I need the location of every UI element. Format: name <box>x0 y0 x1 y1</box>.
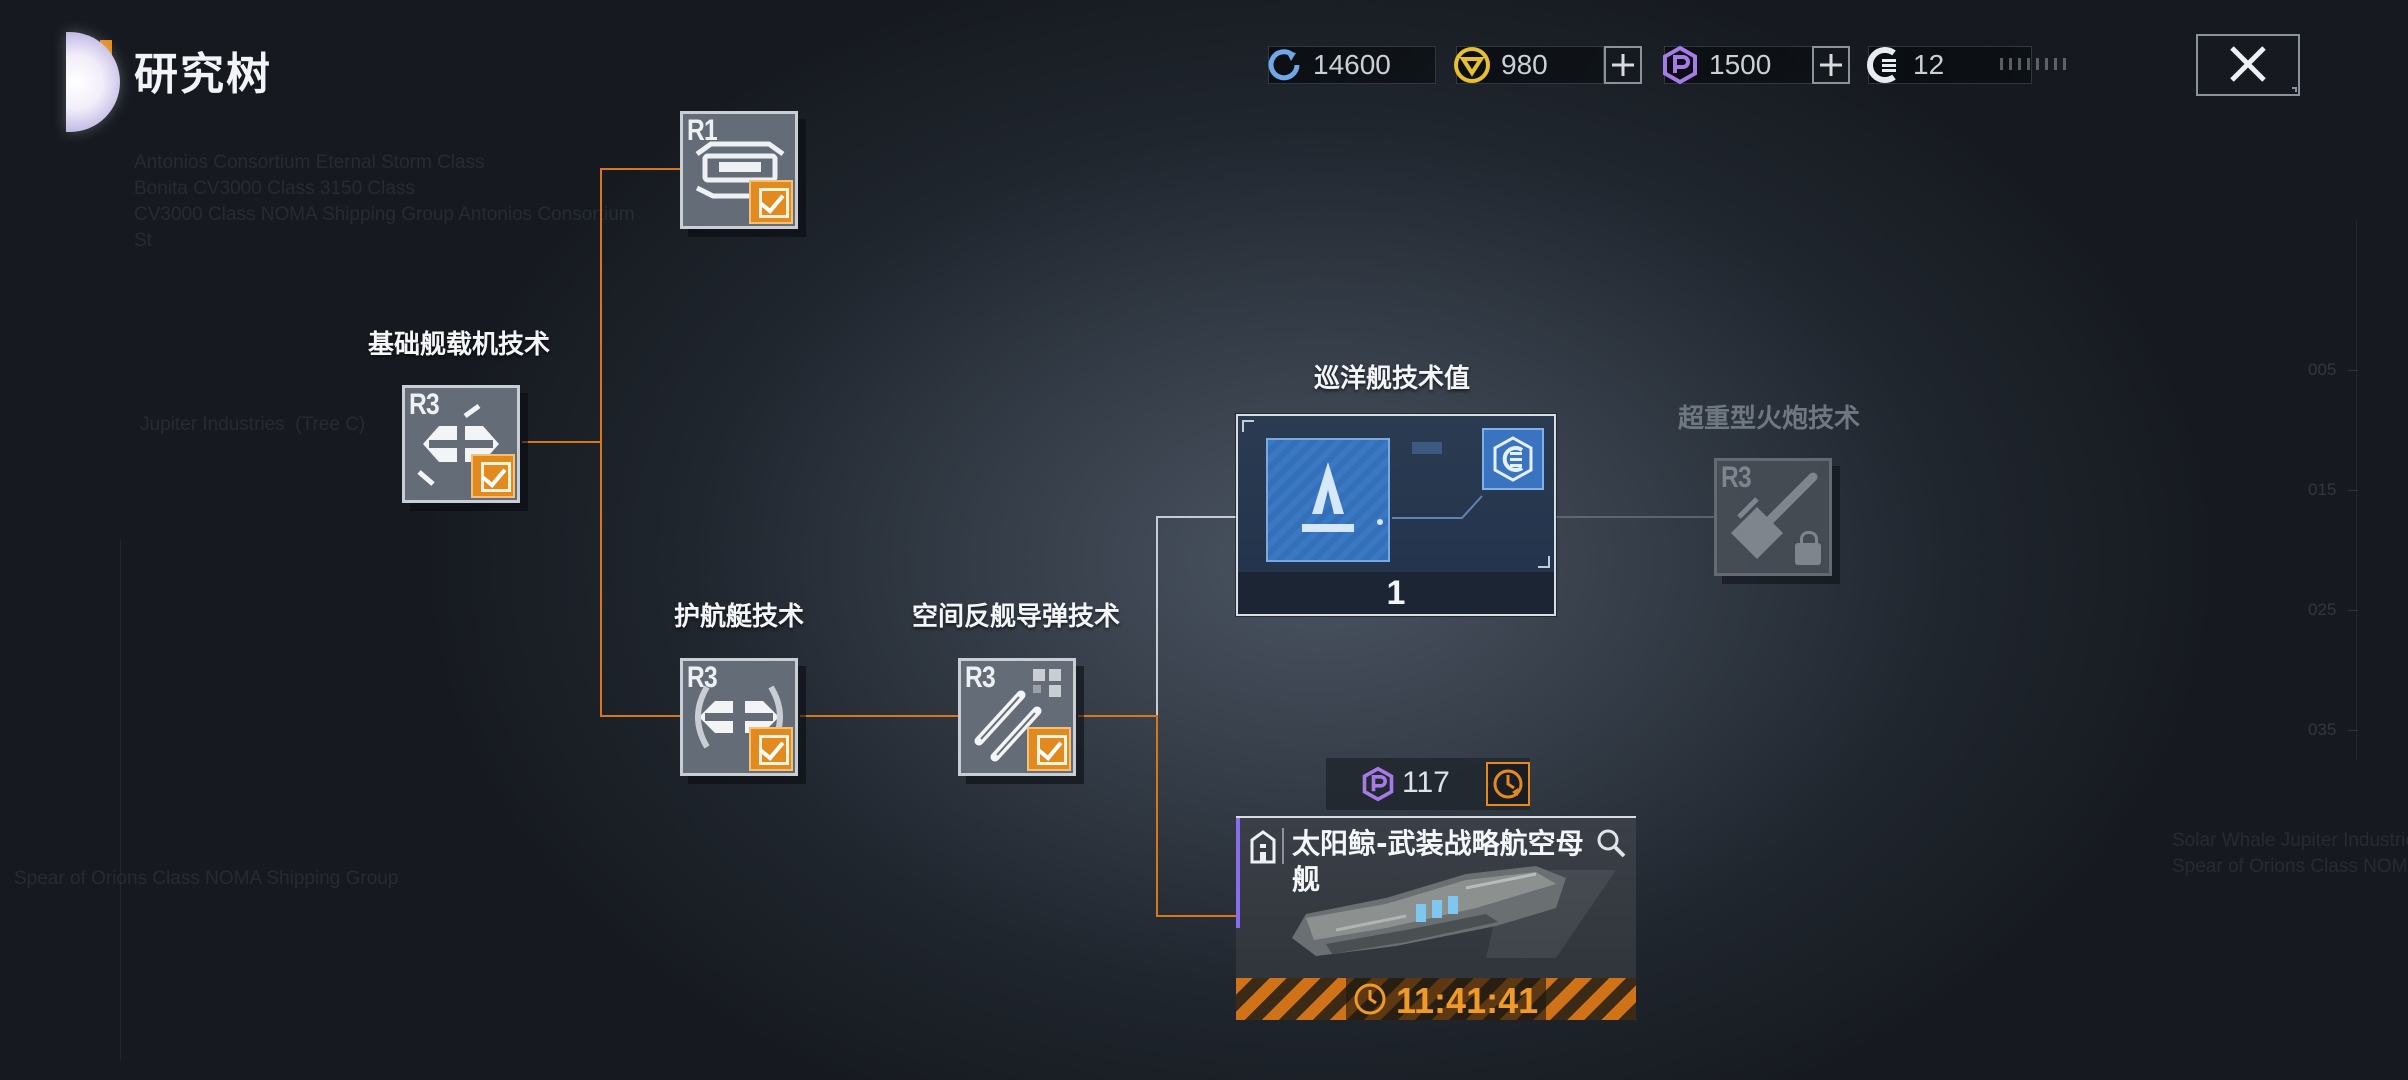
card-circuit-line <box>1392 442 1483 519</box>
node-label-super-heavy-cannon: 超重型火炮技术 <box>1678 404 1861 434</box>
background-tick-label: 035 <box>2308 720 2337 739</box>
tree-connector <box>600 168 602 716</box>
background-text-2: Jupiter Industries (Tree C) <box>140 414 366 435</box>
clock-icon <box>1354 983 1386 1015</box>
node-label-escort: 护航艇技术 <box>674 602 805 632</box>
half-ring-icon <box>1493 436 1533 482</box>
ship-name-divider <box>1282 828 1284 864</box>
completed-check-icon <box>1027 727 1071 771</box>
tree-connector <box>1156 516 1238 518</box>
research-cost-value: 117 <box>1402 766 1450 799</box>
research-timer-bar: 11:41:41 <box>1236 978 1636 1021</box>
completed-check-icon <box>749 180 793 224</box>
background-rule <box>2356 220 2357 760</box>
ship-name: 太阳鲸-武装战略航空母舰 <box>1292 827 1584 896</box>
tech-node-basic-carrier[interactable]: R3 <box>402 385 520 503</box>
inspect-icon[interactable] <box>1594 826 1628 860</box>
tech-node-r1[interactable]: R1 <box>680 111 798 229</box>
tree-connector <box>1156 915 1238 917</box>
tech-node-anti-ship-missile[interactable]: R3 <box>958 658 1076 776</box>
add-gold-button[interactable] <box>1604 46 1642 84</box>
completed-check-icon <box>471 454 515 498</box>
lock-icon <box>1795 531 1821 565</box>
tree-connector <box>600 715 682 717</box>
ship-rarity-accent <box>1236 818 1240 928</box>
background-text-3: Spear of Orions Class NOMA Shipping Grou… <box>14 868 399 889</box>
background-tick <box>2348 490 2358 491</box>
tree-connector <box>522 441 602 443</box>
background-text-1: Antonios Consortium Eternal Storm Class … <box>134 152 635 251</box>
speed-clock-icon <box>1493 769 1523 799</box>
node-rank: R3 <box>409 388 440 421</box>
card-corner <box>1242 420 1254 432</box>
ship-type-icon <box>1250 830 1276 864</box>
background-tick <box>2348 370 2358 371</box>
cruiser-arrow-icon <box>1302 462 1383 532</box>
timer-backdrop <box>1346 978 1546 1020</box>
ship-research-card[interactable]: 太阳鲸-武装战略航空母舰 11:41:41 <box>1236 816 1636 1021</box>
tree-connector <box>1156 516 1158 717</box>
speed-up-button[interactable] <box>1486 762 1530 806</box>
background-tick-label: 015 <box>2308 480 2337 499</box>
node-rank: R3 <box>965 661 996 694</box>
purple-hex-icon <box>1663 45 1697 85</box>
purple-hex-icon <box>1362 766 1394 802</box>
carrier-ship-image <box>1292 866 1616 958</box>
node-rank: R3 <box>1721 461 1752 494</box>
gold-coin-icon <box>1454 47 1490 83</box>
tree-connector <box>800 715 960 717</box>
cruiser-tech-value: 1 <box>1238 572 1554 614</box>
card-corner <box>1538 556 1550 568</box>
node-label-basic-carrier: 基础舰载机技术 <box>368 330 551 360</box>
cannon-icon <box>1731 472 1818 559</box>
add-purple-points-button[interactable] <box>1812 46 1850 84</box>
tree-connector <box>1556 516 1714 518</box>
background-rule <box>120 540 121 1060</box>
node-rank: R3 <box>687 661 718 694</box>
background-tick-label: 025 <box>2308 600 2337 619</box>
background-tick-label: 005 <box>2308 360 2337 379</box>
refresh-ring-icon <box>1268 49 1300 81</box>
tree-connector <box>1156 715 1158 917</box>
background-text-4: Solar Whale Jupiter Industries Spear of … <box>2172 830 2408 877</box>
resource-bar-decoration <box>2000 58 2072 70</box>
resource-gold: 980 <box>1454 46 1604 84</box>
close-icon <box>2230 46 2297 92</box>
node-label-anti-ship-missile: 空间反舰导弹技术 <box>912 602 1121 632</box>
tech-node-escort[interactable]: R3 <box>680 658 798 776</box>
half-ring-icon <box>1867 47 1896 83</box>
background-tick <box>2348 610 2358 611</box>
research-timer: 11:41:41 <box>1396 980 1539 1021</box>
background-tick <box>2348 730 2358 731</box>
twin-fighter-icon <box>417 403 499 486</box>
cruiser-tech-label: 巡洋舰技术值 <box>1314 364 1471 394</box>
cruiser-tech-slot[interactable] <box>1266 438 1390 562</box>
tree-connector <box>1078 715 1158 717</box>
resource-credits: 14600 <box>1268 46 1436 84</box>
close-button[interactable] <box>2196 34 2300 96</box>
missile-icon <box>974 669 1061 762</box>
resource-purple-points: 1500 <box>1663 45 1814 85</box>
tree-connector <box>600 168 682 170</box>
cruiser-tech-card[interactable]: 1 <box>1236 414 1556 616</box>
escort-craft-icon <box>695 685 783 749</box>
research-cost-bar: 117 <box>1326 758 1530 810</box>
completed-check-icon <box>749 727 793 771</box>
page-title: 研究树 <box>134 49 272 100</box>
tech-node-super-heavy-cannon[interactable]: R3 <box>1714 458 1832 576</box>
cruiser-tech-badge <box>1482 428 1544 490</box>
node-rank: R1 <box>687 114 718 147</box>
